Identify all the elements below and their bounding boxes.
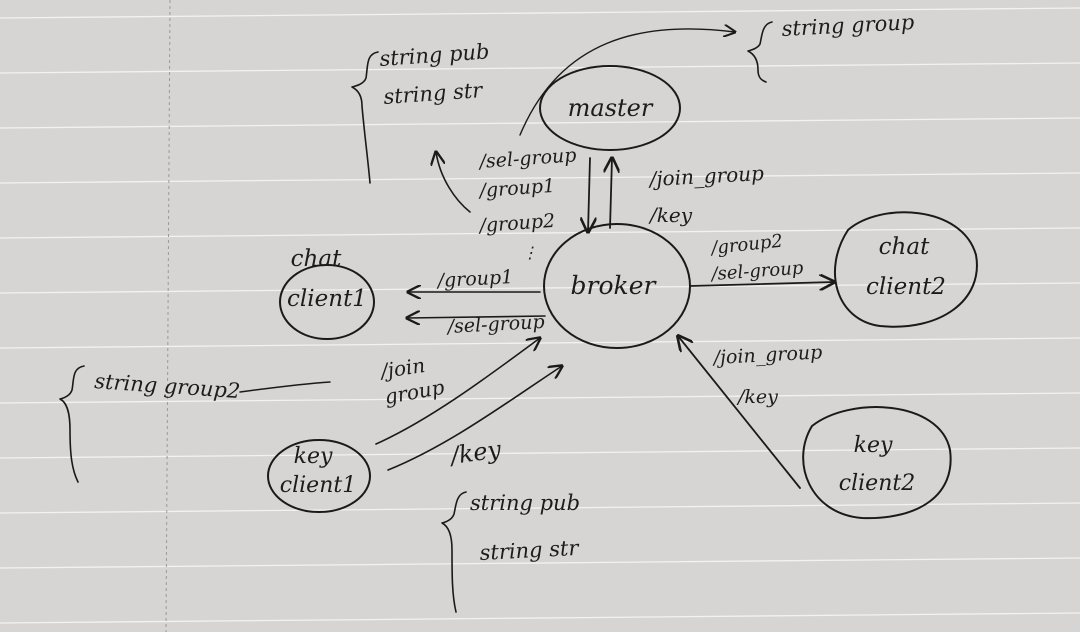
label-chat1-2: /sel-group [445, 311, 545, 338]
node-master-label: master [568, 94, 654, 122]
edge-labels-master-out: /join_group /key [647, 161, 765, 227]
label-chat2-1: /group2 [708, 231, 783, 260]
edge-broker-to-master [588, 158, 612, 232]
chat-client2-bottom-label: client2 [866, 274, 946, 300]
label-master-in-dots: ⋮ [522, 243, 538, 262]
key-client2-top-label: key [854, 433, 893, 458]
key-client1-top-label: key [294, 444, 333, 469]
label-master-out-1: /join_group [647, 161, 765, 191]
edge-labels-key-client1: /join group /key [377, 353, 503, 470]
note-join-type-text: string group2 [94, 369, 241, 403]
chat-client2-top-label: chat [879, 234, 930, 260]
edge-broker-to-chat-client1 [407, 292, 546, 318]
note-master-types: string pub string str [351, 39, 490, 184]
note-key-types-2: string str [479, 536, 581, 565]
edge-key-client1-to-broker [375, 338, 562, 471]
label-master-out-2: /key [648, 203, 693, 227]
edge-master-upleft [436, 152, 471, 213]
edge-key-client2-to-broker [678, 336, 801, 489]
note-master-types-2: string str [383, 78, 485, 109]
node-chat-client2: chat client2 [834, 211, 978, 328]
label-chat1-1: /group1 [435, 266, 514, 292]
note-key-types: string pub string str [441, 491, 581, 613]
node-key-client2: key client2 [802, 406, 952, 520]
note-join-type: string group2 [59, 365, 331, 483]
edge-labels-chat-client2: /group2 /sel-group [708, 231, 804, 286]
node-broker: broker [543, 223, 691, 349]
note-master-group-text: string group [781, 10, 915, 41]
key-client1-bottom-label: client1 [280, 473, 356, 498]
node-master: master [539, 65, 681, 151]
node-broker-label: broker [571, 271, 658, 300]
node-key-client1: key client1 [267, 439, 371, 513]
label-key2-2: /key [736, 386, 778, 408]
note-key-types-1: string pub [470, 491, 580, 515]
note-master-group: string group [747, 10, 915, 83]
edge-master-to-group-note [519, 29, 735, 136]
chat-client1-bottom-label: client1 [287, 286, 367, 312]
chat-client1-top-label: chat [291, 246, 342, 272]
label-master-in-2: /group1 [477, 175, 556, 202]
key-client2-bottom-label: client2 [839, 471, 915, 496]
label-key1-key: /key [447, 435, 503, 470]
note-master-types-1: string pub [379, 39, 490, 71]
edge-labels-chat-client1: /group1 /sel-group [435, 266, 545, 338]
edge-labels-master-in: /sel-group /group1 /group2 ⋮ [477, 144, 577, 262]
node-chat-client1: chat client1 [279, 246, 375, 340]
edge-broker-to-chat-client2 [689, 282, 834, 286]
label-key2-1: /join_group [711, 341, 823, 369]
label-master-in-3: /group2 [477, 210, 556, 237]
margin-line [165, 0, 171, 632]
paper-rules [0, 7, 1080, 624]
label-master-in-1: /sel-group [477, 144, 577, 173]
label-chat2-2: /sel-group [709, 258, 805, 286]
